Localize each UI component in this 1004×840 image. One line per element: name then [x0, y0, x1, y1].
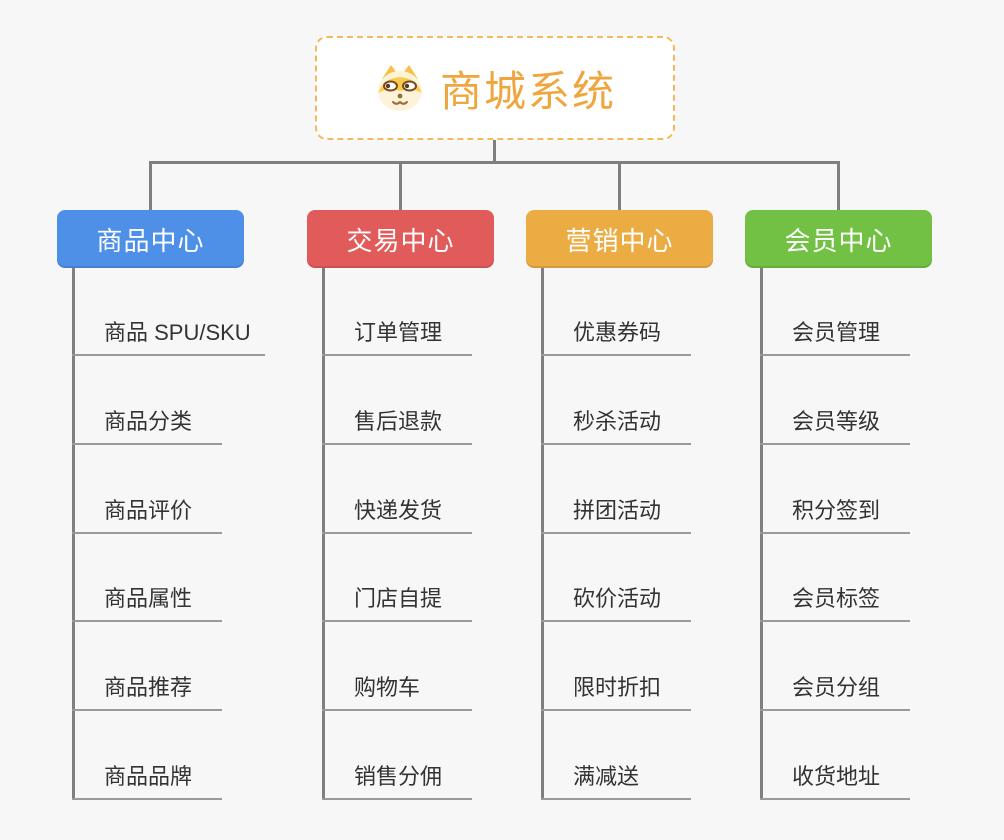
branch-member-center[interactable]: 会员中心 [745, 210, 932, 268]
topic-item[interactable]: 商品分类 [72, 407, 222, 445]
topic-item[interactable]: 商品属性 [72, 584, 222, 622]
topic-item[interactable]: 拼团活动 [541, 496, 691, 534]
shiba-dog-icon [377, 65, 422, 111]
topic-item[interactable]: 砍价活动 [541, 584, 691, 622]
branch-trade-center[interactable]: 交易中心 [307, 210, 494, 268]
topic-item[interactable]: 会员标签 [760, 584, 910, 622]
topic-item[interactable]: 会员管理 [760, 318, 910, 356]
branch-marketing-center[interactable]: 营销中心 [526, 210, 713, 268]
trunk-line-marketing [541, 268, 544, 800]
connector-horizontal-bus [149, 161, 840, 164]
root-title: 商城系统 [439, 67, 616, 115]
topic-item[interactable]: 快递发货 [322, 496, 472, 534]
topic-item[interactable]: 会员等级 [760, 407, 910, 445]
root-node-mall-system[interactable]: 商城系统 [315, 36, 675, 140]
connector-root-vertical [493, 139, 496, 164]
topic-item[interactable]: 商品评价 [72, 496, 222, 534]
topic-item[interactable]: 商品品牌 [72, 762, 222, 800]
topic-item[interactable]: 收货地址 [760, 762, 910, 800]
branch-product-center[interactable]: 商品中心 [57, 210, 244, 268]
topic-item[interactable]: 积分签到 [760, 496, 910, 534]
topic-item[interactable]: 会员分组 [760, 673, 910, 711]
trunk-line-product [72, 268, 75, 800]
trunk-line-member [760, 268, 763, 800]
connector-drop-member [837, 161, 840, 210]
topic-item[interactable]: 秒杀活动 [541, 407, 691, 445]
topic-item[interactable]: 购物车 [322, 673, 472, 711]
topic-item[interactable]: 订单管理 [322, 318, 472, 356]
topic-item[interactable]: 销售分佣 [322, 762, 472, 800]
topic-item[interactable]: 优惠券码 [541, 318, 691, 356]
connector-drop-marketing [618, 161, 621, 210]
connector-drop-trade [399, 161, 402, 210]
topic-item[interactable]: 商品推荐 [72, 673, 222, 711]
topic-item[interactable]: 商品 SPU/SKU [72, 318, 265, 356]
connector-drop-product [149, 161, 152, 210]
trunk-line-trade [322, 268, 325, 800]
topic-item[interactable]: 满减送 [541, 762, 691, 800]
topic-item[interactable]: 门店自提 [322, 584, 472, 622]
topic-item[interactable]: 售后退款 [322, 407, 472, 445]
topic-item[interactable]: 限时折扣 [541, 673, 691, 711]
